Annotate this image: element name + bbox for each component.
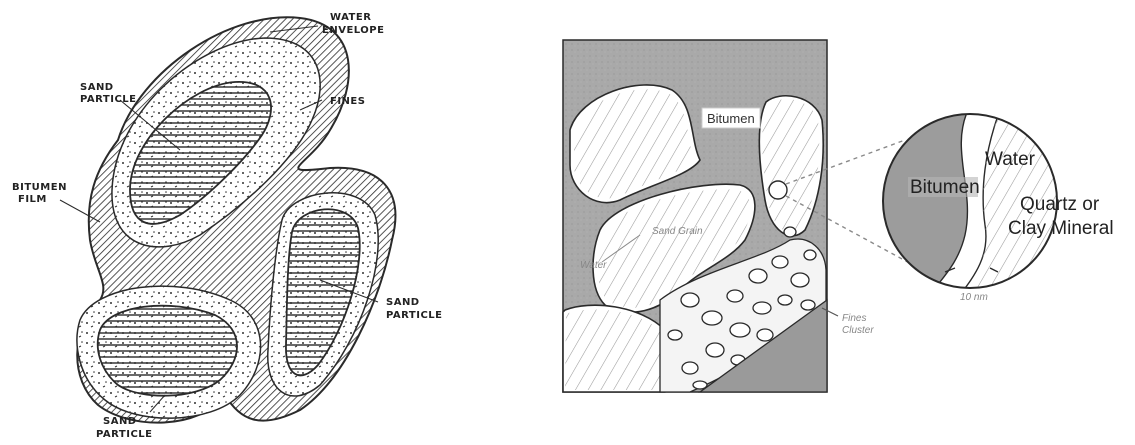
sand-particle-bottom-shape <box>98 306 237 396</box>
label-inset-bitumen: Bitumen <box>910 177 980 198</box>
left-diagram: WATER ENVELOPE SAND PARTICLE FINES BITUM… <box>12 12 443 440</box>
right-diagram: Bitumen Sand Grain Water Fines Cluster W… <box>563 40 1114 392</box>
label-sand-particle-top-2: PARTICLE <box>80 94 137 105</box>
label-inset-mineral-2: Clay Mineral <box>1008 218 1114 239</box>
label-fines-cluster-1: Fines <box>842 313 866 324</box>
label-bitumen-film-2: FILM <box>18 194 47 205</box>
label-sand-grain: Sand Grain <box>652 226 703 237</box>
label-inset-water: Water <box>985 149 1036 170</box>
label-bitumen-film-1: BITUMEN <box>12 182 67 193</box>
label-sand-particle-right-1: SAND <box>386 297 420 308</box>
label-sand-particle-bottom-2: PARTICLE <box>96 429 153 440</box>
magnified-spot <box>769 181 787 199</box>
label-water-envelope-1: WATER <box>330 12 371 23</box>
label-sand-particle-right-2: PARTICLE <box>386 310 443 321</box>
label-sand-particle-bottom-1: SAND <box>103 416 137 427</box>
label-bitumen-top: Bitumen <box>707 111 755 126</box>
label-fines-cluster-2: Cluster <box>842 325 874 336</box>
label-inset-mineral-1: Quartz or <box>1020 194 1100 215</box>
label-inset-scale: 10 nm <box>960 292 988 303</box>
label-water-envelope-2: ENVELOPE <box>322 25 384 36</box>
label-sand-particle-top-1: SAND <box>80 82 114 93</box>
label-fines: FINES <box>330 96 365 107</box>
